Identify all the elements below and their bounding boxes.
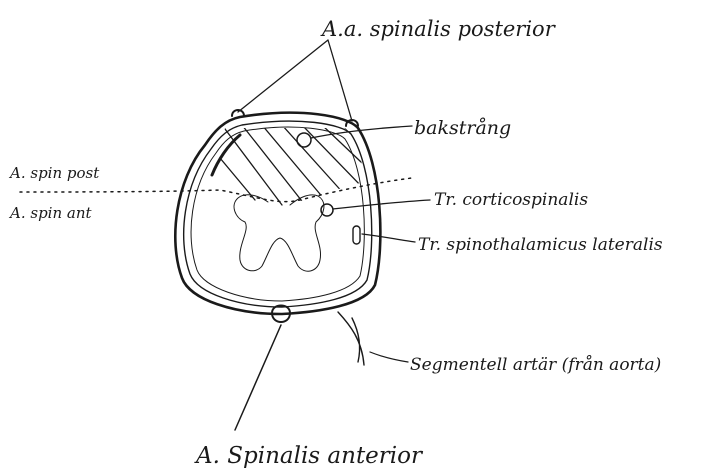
label-aa-spinalis-posterior: A.a. spinalis posterior bbox=[320, 17, 557, 41]
corticospinal-leader bbox=[333, 200, 430, 209]
dorsal-column-marker bbox=[297, 133, 311, 147]
anterior-artery-leader bbox=[235, 325, 281, 430]
spinothalamic-marker bbox=[353, 226, 360, 244]
label-a-spin-post: A. spin post bbox=[8, 164, 100, 182]
label-bakstrang: bakstrång bbox=[414, 117, 511, 139]
label-a-spin-ant: A. spin ant bbox=[8, 204, 92, 222]
label-tr-spinothalamicus: Tr. spinothalamicus lateralis bbox=[418, 235, 663, 255]
cord-inner-boundary bbox=[184, 121, 372, 307]
label-a-spinalis-anterior: A. Spinalis anterior bbox=[194, 443, 424, 469]
segmental-artery-leader bbox=[370, 352, 408, 362]
cord-pia-line bbox=[191, 127, 364, 301]
label-segmentell-artar: Segmentell artär (från aorta) bbox=[410, 355, 661, 375]
segmental-artery bbox=[338, 312, 364, 365]
spinothalamic-leader bbox=[362, 234, 415, 242]
grey-matter-outline bbox=[234, 195, 324, 271]
corticospinal-marker bbox=[321, 204, 333, 216]
posterior-artery-node-left bbox=[232, 110, 244, 116]
label-tr-corticospinalis: Tr. corticospinalis bbox=[434, 190, 588, 210]
posterior-artery-lines bbox=[238, 40, 352, 121]
